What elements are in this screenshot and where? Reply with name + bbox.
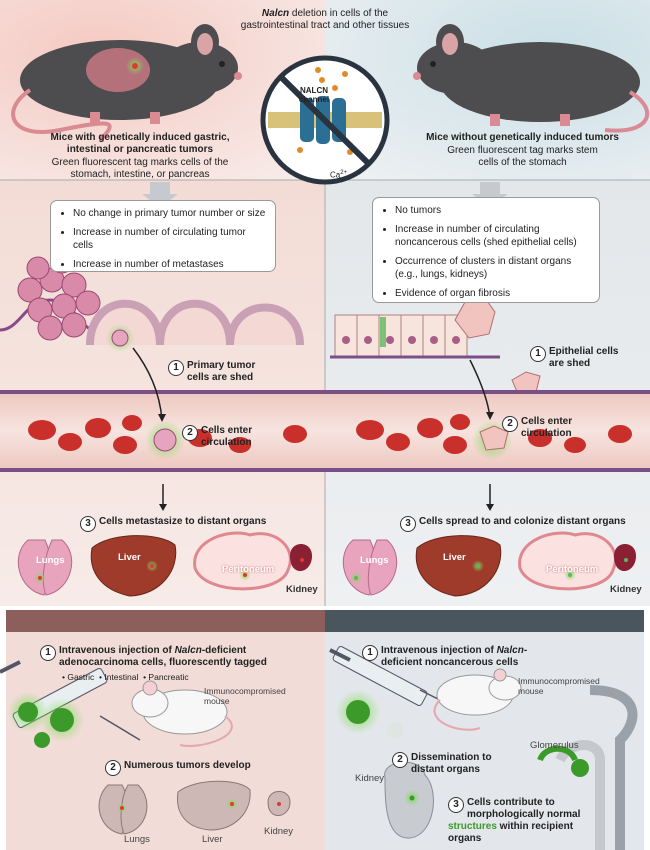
mouse-label-left: Immunocompromised mouse bbox=[204, 686, 286, 706]
organ-label-kidney: Kidney bbox=[264, 826, 294, 837]
left-results-list: No change in primary tumor number or siz… bbox=[61, 207, 267, 271]
tumor-type: Pancreatic bbox=[148, 672, 189, 682]
step-text: Epithelial cells are shed bbox=[549, 346, 619, 369]
step-number: 2 bbox=[392, 752, 408, 768]
step-number: 3 bbox=[400, 516, 416, 532]
right-result-item: Increase in number of circulating noncan… bbox=[395, 223, 591, 249]
organs-right bbox=[342, 531, 636, 597]
right-subtitle: Green fluorescent tag marks stem cells o… bbox=[447, 145, 598, 168]
ion-label: Ca2+ bbox=[330, 170, 347, 180]
organ-label-lungs: Lungs bbox=[360, 555, 389, 566]
step-text: Cells enter circulation bbox=[521, 416, 573, 439]
white-mouse-left bbox=[131, 680, 233, 747]
step-text-green: structures bbox=[448, 821, 497, 832]
step-text: Primary tumor cells are shed bbox=[187, 360, 256, 383]
step-text: Cells metastasize to distant organs bbox=[99, 516, 267, 527]
step-number: 1 bbox=[40, 645, 56, 661]
gene-name: Nalcn bbox=[261, 8, 290, 19]
right-result-item: No tumors bbox=[395, 204, 591, 217]
normal-mouse bbox=[413, 24, 650, 133]
left-result-item: Increase in number of metastases bbox=[73, 258, 267, 271]
syringe-right bbox=[329, 646, 441, 706]
step-text-pre: Intravenous injection of bbox=[59, 645, 175, 656]
right-results-box: No tumors Increase in number of circulat… bbox=[372, 197, 600, 303]
organ-label-kidney: Kidney bbox=[610, 584, 642, 595]
step-text: Cells enter circulation bbox=[201, 425, 253, 448]
epithelium bbox=[330, 297, 541, 395]
organ-label-liver: Liver bbox=[443, 552, 466, 563]
left-subtitle: Green fluorescent tag marks cells of the… bbox=[51, 157, 229, 180]
white-mouse-right bbox=[433, 668, 522, 731]
tumor-type-list: • Gastric • Intestinal • Pancreatic bbox=[62, 672, 189, 682]
step-number: 3 bbox=[80, 516, 96, 532]
center-heading: Nalcn deletion in cells of the gastroint… bbox=[230, 8, 420, 32]
step-text: Numerous tumors develop bbox=[124, 760, 251, 771]
ion-symbol: Ca bbox=[330, 170, 341, 180]
step-text-gene: Nalcn bbox=[174, 645, 202, 656]
kidney-label: Kidney bbox=[355, 773, 385, 784]
tumor-mouse bbox=[11, 24, 242, 142]
organ-label-lungs: Lungs bbox=[124, 834, 150, 845]
right-results-list: No tumors Increase in number of circulat… bbox=[383, 204, 591, 300]
right-title: Mice without genetically induced tumors bbox=[426, 132, 619, 143]
organs-left bbox=[17, 531, 312, 597]
left-results-box: No change in primary tumor number or siz… bbox=[50, 200, 276, 272]
step-text-post: -deficient adenocarcinoma cells, fluores… bbox=[59, 645, 267, 668]
tumor-type: Intestinal bbox=[104, 672, 139, 682]
left-result-item: Increase in number of circulating tumor … bbox=[73, 226, 267, 252]
step-text: Dissemination to distant organs bbox=[411, 752, 492, 775]
step-text: Cells spread to and colonize distant org… bbox=[419, 516, 626, 527]
step-number: 2 bbox=[182, 425, 198, 441]
organ-label-liver: Liver bbox=[118, 552, 141, 563]
left-title: Mice with genetically induced gastric, i… bbox=[50, 132, 230, 155]
tumor-type: Gastric bbox=[67, 672, 95, 682]
organ-label-liver: Liver bbox=[202, 834, 223, 845]
step-text-pre: Intravenous injection of bbox=[381, 645, 497, 656]
organ-label-lungs: Lungs bbox=[36, 555, 65, 566]
step-text-before: Cells contribute to morphologically norm… bbox=[467, 797, 581, 820]
step-number: 2 bbox=[105, 760, 121, 776]
left-result-item: No change in primary tumor number or siz… bbox=[73, 207, 267, 220]
organs-bottom-left bbox=[98, 780, 291, 835]
nalcn-channel-deletion-icon bbox=[260, 55, 390, 185]
glomerulus-label: Glomerulus bbox=[530, 740, 579, 751]
step-text-after: within recipient organs bbox=[448, 821, 574, 844]
organ-label-peritoneum: Peritoneum bbox=[222, 564, 275, 575]
step-text-gene: Nalcn bbox=[496, 645, 524, 656]
organ-label-kidney: Kidney bbox=[286, 584, 318, 595]
step-number: 1 bbox=[530, 346, 546, 362]
step-number: 3 bbox=[448, 797, 464, 813]
step-number: 1 bbox=[362, 645, 378, 661]
step-number: 2 bbox=[502, 416, 518, 432]
right-result-item: Evidence of organ fibrosis bbox=[395, 287, 591, 300]
heading-rest: deletion in cells of the gastrointestina… bbox=[240, 8, 410, 31]
step-text-post: -deficient noncancerous cells bbox=[381, 645, 528, 668]
organ-label-peritoneum: Peritoneum bbox=[546, 564, 599, 575]
step-number: 1 bbox=[168, 360, 184, 376]
ion-charge: 2+ bbox=[340, 170, 348, 176]
mouse-label-right: Immunocompromised mouse bbox=[518, 676, 600, 696]
channel-label: NALCN channel bbox=[298, 86, 330, 104]
right-result-item: Occurrence of clusters in distant organs… bbox=[395, 255, 591, 281]
